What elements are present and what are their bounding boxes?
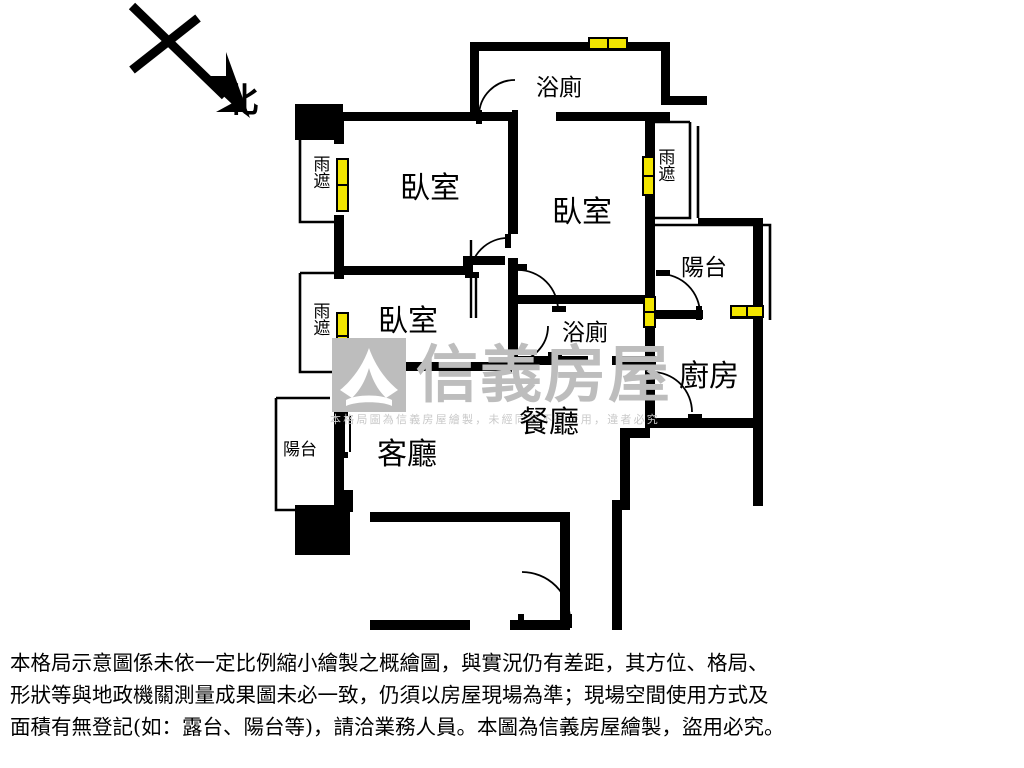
door-leaves xyxy=(340,110,702,628)
window-eave-low-left xyxy=(336,312,349,361)
eave-label-top-left: 雨遮 xyxy=(309,155,330,189)
north-label: 北 xyxy=(224,81,258,121)
door-bedroom-lower xyxy=(517,269,559,311)
window-eave-top-right xyxy=(642,156,655,196)
room-label-kitchen: 廚房 xyxy=(679,359,739,394)
disclaimer-line-2: 形狀等與地政機關測量成果圖未必一致，仍須以房屋現場為準；現場空間使用方式及 xyxy=(10,682,769,707)
room-label-bedroom-right: 臥室 xyxy=(552,195,612,230)
eave-label-top-right: 雨遮 xyxy=(654,148,675,182)
interior-thin-lines xyxy=(469,240,478,318)
north-arrow-icon xyxy=(128,2,250,118)
balcony-left-door xyxy=(343,416,351,452)
room-label-bath-mid: 浴廁 xyxy=(562,320,608,346)
disclaimer-text: 本格局示意圖係未依一定比例縮小繪製之概繪圖，與實況仍有差距，其方位、格局、 形狀… xyxy=(10,648,1018,743)
room-label-bedroom-lower: 臥室 xyxy=(378,304,438,339)
door-bath-top xyxy=(478,79,516,117)
room-label-dining: 餐廳 xyxy=(519,405,579,440)
window-kitchen xyxy=(730,305,764,318)
door-entrance xyxy=(521,571,571,621)
room-label-balcony-left: 陽台 xyxy=(283,440,317,460)
floorplan-drawing xyxy=(274,37,772,630)
window-bath-top xyxy=(588,37,628,50)
north-compass xyxy=(120,0,320,150)
windows xyxy=(336,37,764,361)
room-label-bath-top: 浴廁 xyxy=(536,75,582,101)
door-kitchen xyxy=(651,371,693,413)
structural-walls xyxy=(295,42,763,630)
room-label-bedroom-left: 臥室 xyxy=(400,171,460,206)
eave-outlines xyxy=(274,120,772,512)
eave-label-low-left: 雨遮 xyxy=(309,302,330,336)
window-eave-top-left xyxy=(336,158,349,212)
room-label-living: 客廳 xyxy=(377,437,437,472)
disclaimer-line-1: 本格局示意圖係未依一定比例縮小繪製之概繪圖，與實況仍有差距，其方位、格局、 xyxy=(10,651,769,675)
disclaimer-line-3: 面積有無登記(如：露台、陽台等)，請洽業務人員。本圖為信義房屋繪製，盜用必究。 xyxy=(10,714,785,739)
window-bath-mid xyxy=(643,296,656,328)
door-bath-mid xyxy=(511,325,549,363)
room-label-balcony-right: 陽台 xyxy=(681,255,727,281)
door-bedroom-right xyxy=(469,237,509,277)
